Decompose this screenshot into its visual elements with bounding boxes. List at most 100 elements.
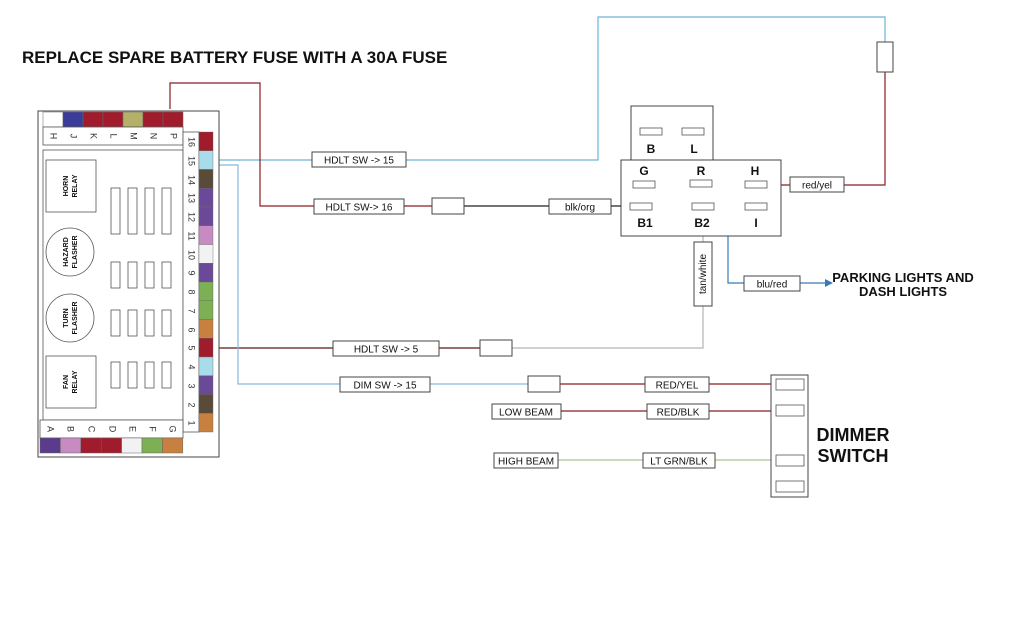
label-hdlt-sw-16-text: HDLT SW-> 16: [326, 203, 393, 214]
fuse-number-2: 2: [187, 402, 197, 407]
label-hdlt-sw-15: [311, 151, 407, 168]
fuse-color-11: [198, 225, 214, 245]
label-red-yel-small-text: red/yel: [802, 181, 832, 192]
label-tan-white-text: tan/white: [698, 254, 709, 294]
fuse-number-3: 3: [187, 383, 197, 388]
fuse-number-15: 15: [187, 156, 197, 166]
fuse-slot: [144, 309, 155, 337]
fuse-color-H: [42, 111, 64, 128]
fuse-letter-D: D: [108, 426, 118, 433]
horn-relay-label-2: RELAY: [72, 174, 79, 197]
fuse-color-9: [198, 263, 214, 283]
fuse-color-K: [82, 111, 104, 128]
relay-pin-G: G: [639, 164, 648, 178]
fuse-slot: [110, 187, 121, 235]
fuse-letter-K: K: [89, 133, 99, 139]
fuse-slots: [110, 187, 172, 389]
fuse-number-1: 1: [187, 420, 197, 425]
connector-block: [527, 375, 561, 393]
dimmer-terminal: [775, 404, 805, 417]
fuse-color-E: [121, 437, 143, 454]
label-hdlt-sw-5-text: HDLT SW -> 5: [354, 345, 419, 356]
fuse-color-P: [162, 111, 184, 128]
wire-hdlt-sw-15: [213, 16, 886, 161]
fuse-letter-H: H: [49, 133, 59, 140]
fuse-color-D: [100, 437, 122, 454]
label-hdlt-sw-16: [313, 198, 405, 215]
fuse-color-M: [122, 111, 144, 128]
fuse-color-14: [198, 169, 214, 189]
fuse-slot: [144, 361, 155, 389]
fuse-letter-G: G: [168, 425, 178, 432]
fuse-color-12: [198, 206, 214, 226]
label-hdlt-sw-5: [332, 340, 440, 357]
fuse-letter-P: P: [169, 133, 179, 139]
fuse-color-B: [60, 437, 82, 454]
fuse-number-12: 12: [187, 212, 197, 222]
fuse-color-8: [198, 281, 214, 301]
fuse-color-16: [198, 131, 214, 151]
fuse-number-10: 10: [187, 250, 197, 260]
relay-pin-R: R: [697, 164, 706, 178]
diagram-title: REPLACE SPARE BATTERY FUSE WITH A 30A FU…: [22, 48, 447, 67]
label-high-beam: [493, 452, 559, 469]
fuse-slot: [127, 361, 138, 389]
relay-pin-B1: B1: [637, 216, 653, 230]
fuse-number-16: 16: [187, 137, 197, 147]
fuse-color-6: [198, 319, 214, 339]
fuse-top-letters: H J K L M N P: [42, 126, 184, 146]
fuse-color-5: [198, 338, 214, 358]
relay-pin-B: B: [647, 142, 656, 156]
turn-flasher: [45, 293, 95, 343]
label-blu-red: [743, 275, 801, 292]
fuse-color-C: [80, 437, 102, 454]
headlight-relay-body: [620, 159, 782, 237]
dimmer-switch: [770, 374, 809, 498]
relay-terminal-G: [632, 180, 656, 189]
turn-flasher-label-1: TURN: [63, 308, 70, 327]
fuse-color-F: [141, 437, 163, 454]
fuse-slot: [127, 187, 138, 235]
label-red-yel-small: [789, 176, 845, 193]
fuse-letter-F: F: [148, 426, 158, 432]
relay-pin-L: L: [690, 142, 697, 156]
fuse-slot: [161, 309, 172, 337]
label-red-blk: [646, 403, 710, 420]
fuse-slot: [161, 261, 172, 289]
fuse-top-strip: [42, 111, 184, 128]
fuse-number-14: 14: [187, 175, 197, 185]
fuse-slot: [161, 187, 172, 235]
relay-terminal-I: [744, 202, 768, 211]
fuse-letter-B: B: [66, 426, 76, 432]
fuse-slot: [144, 187, 155, 235]
fuse-letter-E: E: [128, 426, 138, 432]
fuse-slot: [110, 309, 121, 337]
hazard-flasher: [45, 227, 95, 277]
fuse-color-2: [198, 394, 214, 414]
fuse-color-4: [198, 356, 214, 376]
hazard-flasher-label-1: HAZARD: [63, 237, 70, 267]
arrow-parking-icon: [825, 279, 833, 287]
relay-pin-I: I: [754, 216, 757, 230]
fuse-slot: [161, 361, 172, 389]
label-hdlt-sw-15-text: HDLT SW -> 15: [324, 156, 394, 167]
relay-terminal: [681, 127, 705, 136]
fuse-number-4: 4: [187, 364, 197, 369]
fuse-number-13: 13: [187, 193, 197, 203]
fuse-number-11: 11: [187, 231, 197, 240]
dimmer-terminal: [775, 454, 805, 467]
label-blu-red-text: blu/red: [757, 280, 788, 291]
fuse-color-N: [142, 111, 164, 128]
label-high-beam-text: HIGH BEAM: [498, 457, 554, 468]
fuse-letter-A: A: [46, 426, 56, 432]
dimmer-terminal: [775, 480, 805, 493]
dimmer-switch-label-1: DIMMER: [817, 425, 890, 445]
fuse-slot: [110, 361, 121, 389]
fuse-color-G: [162, 437, 184, 454]
parking-lights-label-1: PARKING LIGHTS AND: [832, 270, 974, 285]
fuse-number-7: 7: [187, 308, 197, 313]
relay-pin-H: H: [751, 164, 760, 178]
fuse-side-colors: [198, 131, 214, 433]
fuse-letter-M: M: [129, 132, 139, 140]
